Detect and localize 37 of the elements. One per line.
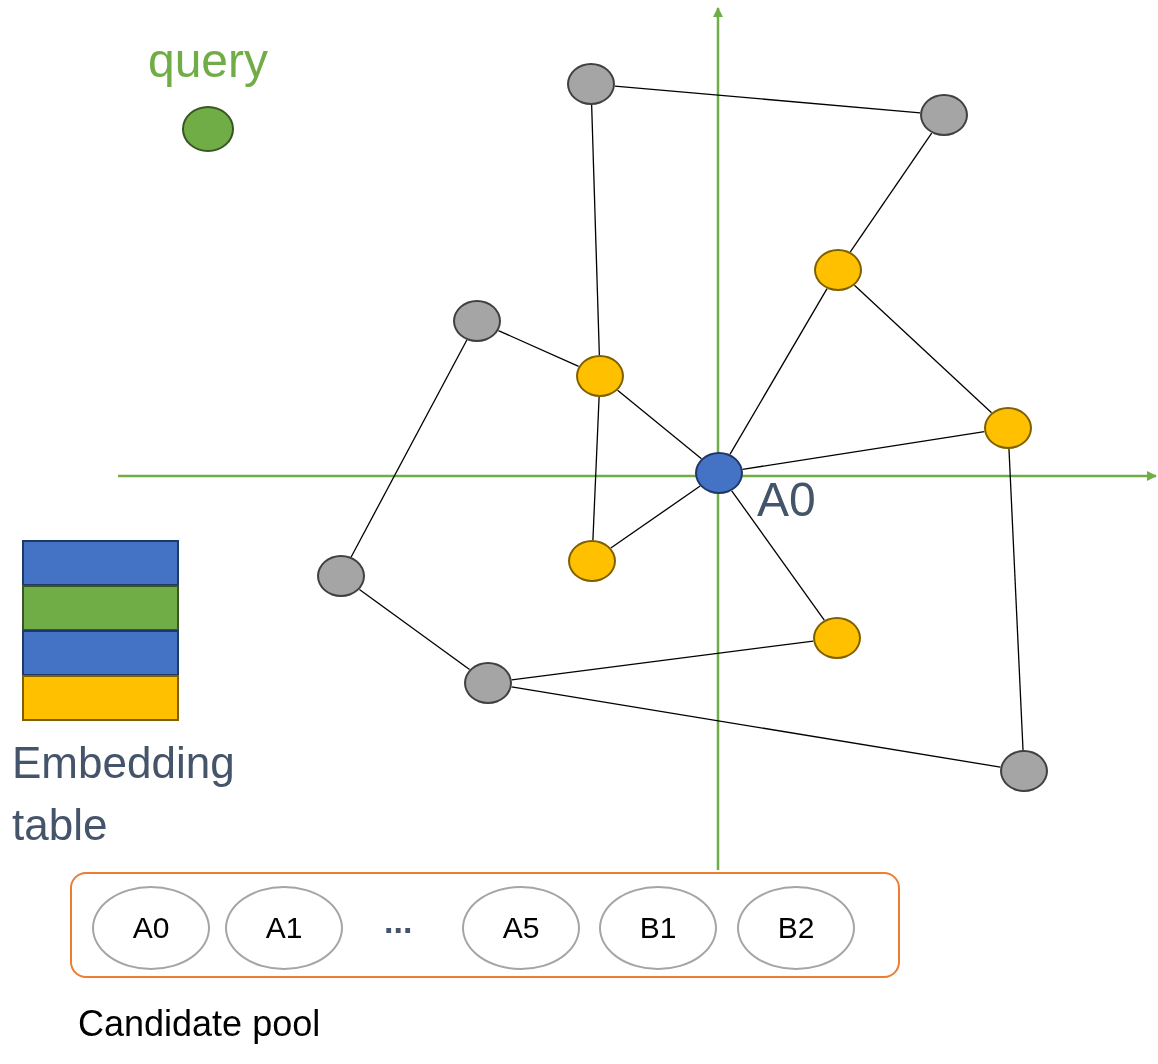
point-circle [453, 300, 501, 342]
candidate-oval: B1 [599, 886, 717, 970]
connector-line [614, 85, 921, 114]
point-circle [567, 63, 615, 105]
connector-line [511, 640, 814, 681]
connector-line [591, 104, 600, 356]
point-circle [576, 355, 624, 397]
point-circle [1000, 750, 1048, 792]
connector-line [731, 490, 825, 621]
candidate-oval: A1 [225, 886, 343, 970]
node-label: A0 [757, 476, 816, 524]
node-label: Embedding table [12, 737, 236, 851]
connector-line [1008, 448, 1024, 751]
connector-line [350, 339, 468, 558]
ellipsis-text: ... [384, 904, 413, 938]
connector-line [849, 132, 933, 253]
point-circle [568, 540, 616, 582]
point-circle [920, 94, 968, 136]
point-circle [814, 249, 862, 291]
candidate-oval: B2 [737, 886, 855, 970]
point-circle [813, 617, 861, 659]
connector-line [729, 288, 828, 455]
connector-line [742, 431, 985, 470]
point-circle [464, 662, 512, 704]
connector-line [497, 329, 580, 368]
connector-line [853, 284, 993, 414]
candidate-oval: A5 [462, 886, 580, 970]
node-label: Candidate pool [78, 1006, 321, 1042]
connector-line [592, 396, 600, 541]
connector-line [358, 588, 471, 671]
connector-line [510, 686, 1002, 768]
point-circle [984, 407, 1032, 449]
point-circle [317, 555, 365, 597]
connector-line [616, 389, 703, 460]
candidate-oval: A0 [92, 886, 210, 970]
connector-line [610, 485, 701, 549]
node-label: query [146, 37, 270, 85]
